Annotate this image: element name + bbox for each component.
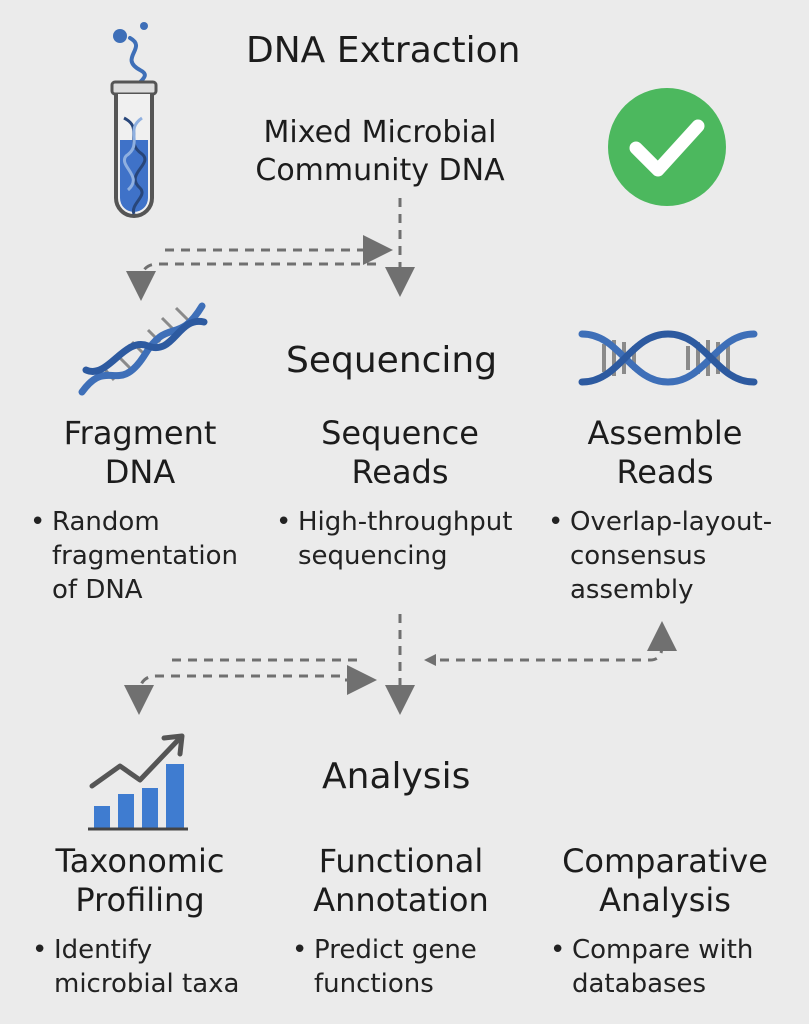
description-line: High-throughput <box>298 507 513 537</box>
description-line: microbial taxa <box>54 968 240 999</box>
test-tube-icon <box>110 22 158 218</box>
bullet-dot: • <box>292 935 308 965</box>
step-description: • Overlap-layout- consensus assembly <box>548 506 773 607</box>
heading-line: Reads <box>351 453 449 492</box>
analysis-title: Analysis <box>322 756 471 797</box>
step-description: • Identify microbial taxa <box>32 934 240 1002</box>
sequencing-title: Sequencing <box>286 340 498 381</box>
description-line: functions <box>314 968 434 999</box>
step-heading-functional-annotation: Functional Annotation <box>276 842 526 920</box>
description-line: databases <box>572 968 707 999</box>
step-heading-taxonomic-profiling: Taxonomic Profiling <box>20 842 260 920</box>
check-circle-icon <box>608 88 726 206</box>
bullet-dot: • <box>550 935 566 965</box>
heading-line: Assemble <box>587 414 743 452</box>
step-heading-assemble-reads: Assemble Reads <box>545 414 785 492</box>
subtitle-line: Mixed Microbial <box>263 115 497 150</box>
step-description: • Predict gene functions <box>292 934 477 1002</box>
step-heading-fragment-dna: Fragment DNA <box>20 414 260 492</box>
bullet-dot: • <box>276 507 292 537</box>
step-description: • Compare with databases <box>550 934 754 1002</box>
description-line: Compare with <box>572 935 754 965</box>
heading-line: Profiling <box>75 881 205 920</box>
description-line: fragmentation <box>52 540 239 571</box>
description-line: consensus <box>570 540 707 571</box>
dna-helix-icon <box>578 330 758 386</box>
description-line: assembly <box>570 574 694 605</box>
heading-line: Taxonomic <box>55 842 225 880</box>
description-line: Identify <box>54 935 153 965</box>
description-line: Predict gene <box>314 935 477 965</box>
description-line: of DNA <box>52 574 143 605</box>
step-description: • Random fragmentation of DNA <box>30 506 239 607</box>
heading-line: Analysis <box>599 881 731 920</box>
heading-line: Comparative <box>562 842 768 880</box>
step-heading-sequence-reads: Sequence Reads <box>280 414 520 492</box>
description-line: sequencing <box>298 540 448 571</box>
subtitle-line: Community DNA <box>255 152 505 188</box>
heading-line: Reads <box>616 453 714 492</box>
bullet-dot: • <box>548 507 564 537</box>
description-line: Overlap-layout- <box>570 507 773 537</box>
bullet-dot: • <box>32 935 48 965</box>
heading-line: DNA <box>104 453 176 492</box>
extraction-title: DNA Extraction <box>246 30 521 71</box>
heading-line: Sequence <box>321 414 479 452</box>
extraction-subtitle: Mixed Microbial Community DNA <box>220 114 540 189</box>
description-line: Random <box>52 507 160 537</box>
heading-line: Annotation <box>313 881 489 920</box>
dna-helix-icon <box>78 302 208 396</box>
bullet-dot: • <box>30 507 46 537</box>
step-description: • High-throughput sequencing <box>276 506 513 574</box>
step-heading-comparative-analysis: Comparative Analysis <box>540 842 790 920</box>
bar-chart-trend-icon <box>88 733 188 831</box>
heading-line: Functional <box>318 842 484 880</box>
heading-line: Fragment <box>63 414 217 452</box>
